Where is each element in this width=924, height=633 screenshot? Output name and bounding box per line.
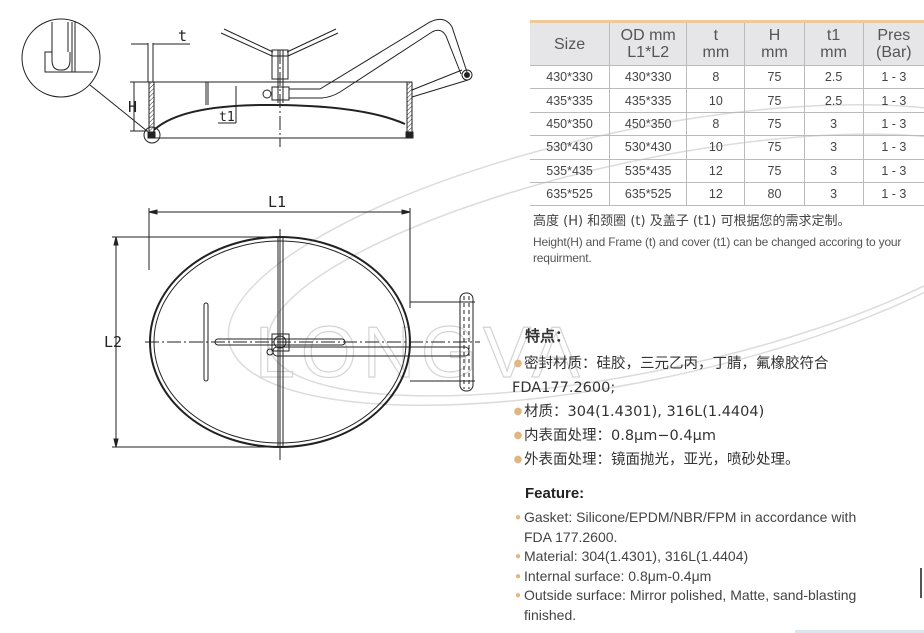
bullet-icon: ● <box>513 406 523 417</box>
cell-t1: 3 <box>803 112 864 137</box>
cell-t: 12 <box>686 182 745 207</box>
dim-label-t1: t1 <box>219 110 235 125</box>
detail-view <box>21 18 161 144</box>
edge-mark <box>920 568 922 598</box>
feature-item: ●Gasket: Silicone/EPDM/NBR/FPM in accord… <box>512 508 912 528</box>
cell-pres: 1 - 3 <box>862 112 924 137</box>
customization-note-en: Height(H) and Frame (t) and cover (t1) c… <box>533 235 902 265</box>
dim-label-H: H <box>128 98 137 116</box>
cell-t1: 2.5 <box>803 65 864 90</box>
features-list-en: ●Gasket: Silicone/EPDM/NBR/FPM in accord… <box>512 508 912 625</box>
feature-item-continuation: finished. <box>524 606 577 623</box>
dim-label-L1: L1 <box>268 193 286 211</box>
cell-H: 75 <box>744 65 805 90</box>
cell-H: 80 <box>744 182 805 207</box>
cell-od: 435*335 <box>609 88 687 113</box>
cell-H: 75 <box>744 88 805 113</box>
feature-item-continuation: FDA177.2600; <box>512 380 616 396</box>
cell-t: 10 <box>686 88 745 113</box>
cell-H: 75 <box>744 112 805 137</box>
table-row: 435*335 435*335 10 75 2.5 1 - 3 <box>530 88 924 113</box>
bullet-icon: ● <box>513 430 523 441</box>
cell-size: 530*430 <box>530 135 610 160</box>
feature-item: ●Outside surface: Mirror polished, Matte… <box>512 586 912 606</box>
watermark-text: LONGVA <box>255 313 586 393</box>
cell-od: 450*350 <box>609 112 687 137</box>
table-row: 535*435 535*435 12 75 3 1 - 3 <box>530 159 924 183</box>
bullet-icon: ● <box>514 570 522 582</box>
feature-item: ●Material: 304(1.4301), 316L(1.4404) <box>512 547 912 567</box>
cell-t: 8 <box>686 112 745 137</box>
cell-t: 8 <box>686 65 745 90</box>
cell-pres: 1 - 3 <box>862 182 924 207</box>
cell-t1: 3 <box>803 159 864 183</box>
features-title-en: Feature: <box>525 485 585 502</box>
feature-item-continuation: FDA 177.2600. <box>524 528 618 545</box>
cell-od: 535*435 <box>609 159 687 183</box>
header-size: Size <box>530 21 610 66</box>
bullet-icon: ● <box>513 454 523 465</box>
cell-size: 450*350 <box>530 112 610 137</box>
top-view <box>112 208 480 460</box>
cell-size: 635*525 <box>530 182 610 207</box>
side-view <box>130 18 473 147</box>
bullet-icon: ● <box>514 512 522 523</box>
cell-H: 75 <box>744 135 805 160</box>
bullet-icon: ● <box>513 358 523 369</box>
cell-H: 75 <box>744 159 805 183</box>
cell-od: 635*525 <box>609 182 687 207</box>
customization-note-cn: 高度 (H) 和颈圈 (t) 及盖子 (t1) 可根据您的需求定制。 <box>533 214 851 229</box>
cell-pres: 1 - 3 <box>862 159 924 183</box>
cell-od: 430*330 <box>609 65 687 90</box>
table-row: 530*430 530*430 10 75 3 1 - 3 <box>530 135 924 160</box>
cell-pres: 1 - 3 <box>862 65 924 90</box>
cell-pres: 1 - 3 <box>862 135 924 160</box>
feature-item: ●Internal surface: 0.8μm-0.4μm <box>512 567 912 587</box>
table-row: 430*330 430*330 8 75 2.5 1 - 3 <box>530 65 924 90</box>
table-row: 635*525 635*525 12 80 3 1 - 3 <box>530 182 924 207</box>
dim-label-t: t <box>178 27 187 45</box>
dim-label-L2: L2 <box>104 333 122 351</box>
cell-pres: 1 - 3 <box>862 88 924 113</box>
table-row: 450*350 450*350 8 75 3 1 - 3 <box>530 112 924 137</box>
feature-item: ●密封材质：硅胶，三元乙丙，丁腈，氟橡胶符合 <box>512 352 912 376</box>
bullet-icon: ● <box>514 590 522 601</box>
features-title-cn: 特点： <box>525 327 571 345</box>
features-list-cn: ●密封材质：硅胶，三元乙丙，丁腈，氟橡胶符合 FDA177.2600; ●材质：… <box>512 352 912 472</box>
cell-t: 12 <box>686 159 745 183</box>
cell-t1: 2.5 <box>803 88 864 113</box>
cell-t: 10 <box>686 135 745 160</box>
cell-size: 430*330 <box>530 65 610 90</box>
feature-item: ●外表面处理：镜面抛光，亚光，喷砂处理。 <box>512 448 912 472</box>
feature-item: ●内表面处理：0.8μm−0.4μm <box>512 424 912 448</box>
cell-t1: 3 <box>803 182 864 207</box>
feature-item: ●材质：304(1.4301), 316L(1.4404) <box>512 400 912 424</box>
cell-size: 435*335 <box>530 88 610 113</box>
cell-od: 530*430 <box>609 135 687 160</box>
bottom-strip <box>795 630 924 633</box>
bullet-icon: ● <box>514 551 522 562</box>
header-pres: Pres(Bar) <box>862 21 924 66</box>
cell-size: 535*435 <box>530 159 610 183</box>
cell-t1: 3 <box>803 135 864 160</box>
